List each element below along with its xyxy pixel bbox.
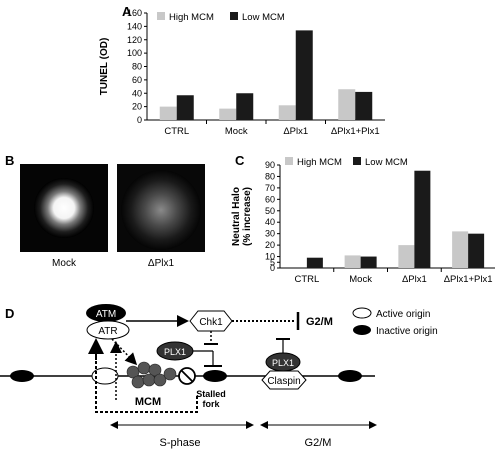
legend-inactive-symbol	[353, 325, 371, 335]
y-tick-label: 40	[132, 88, 142, 98]
chk1-label: Chk1	[199, 317, 223, 328]
legend-swatch	[353, 157, 361, 165]
s-phase-label: S-phase	[160, 437, 201, 449]
bar	[344, 255, 361, 268]
y-tick-label: 5	[270, 257, 275, 267]
x-tick-label: ΔPlx1+Plx1	[331, 126, 380, 137]
atr-label: ATR	[98, 326, 117, 337]
bar	[468, 233, 485, 268]
x-tick-label: ΔPlx1+Plx1	[444, 274, 493, 285]
atr-node	[86, 320, 130, 340]
claspin-label: Claspin	[267, 376, 300, 387]
y-axis-label: Neutral Halo	[231, 187, 242, 246]
y-tick-label: 80	[265, 171, 275, 181]
plx1-right-label: PLX1	[272, 358, 294, 368]
atm-label: ATM	[96, 309, 116, 320]
y-tick-label: 20	[132, 102, 142, 112]
y-tick-label: 90	[265, 160, 275, 170]
legend-inactive-label: Inactive origin	[376, 326, 438, 337]
legend-swatch	[285, 157, 293, 165]
y-tick-label: 10	[265, 252, 275, 262]
micrograph-dplx1	[117, 164, 205, 252]
bar	[219, 108, 237, 120]
y-tick-label: 60	[132, 75, 142, 85]
y-tick-label: 50	[265, 206, 275, 216]
bar	[176, 95, 194, 120]
x-tick-label: CTRL	[294, 274, 319, 285]
legend-active-label: Active origin	[376, 309, 430, 320]
bar	[278, 105, 296, 120]
y-tick-label: 120	[127, 35, 142, 45]
bar	[398, 245, 415, 268]
micrograph-mock-label: Mock	[52, 258, 76, 269]
y-tick-label: 30	[265, 229, 275, 239]
panel-a-letter: A	[122, 4, 132, 19]
claspin-node	[261, 370, 307, 390]
y-tick-label: 60	[265, 194, 275, 204]
x-tick-label: Mock	[225, 126, 248, 137]
mcm-complex	[126, 361, 177, 389]
x-tick-label: ΔPlx1	[283, 126, 308, 137]
legend-swatch	[230, 12, 238, 20]
bar	[295, 30, 313, 121]
panel-d-letter: D	[5, 306, 15, 321]
legend-label: Low MCM	[242, 12, 285, 23]
y-axis-label: (% increase)	[242, 187, 253, 246]
y-tick-label: 140	[127, 21, 142, 31]
atm-node	[86, 304, 126, 322]
x-tick-label: CTRL	[164, 126, 189, 137]
micrograph-mock	[20, 164, 108, 252]
x-tick-label: Mock	[349, 274, 372, 285]
y-axis-label: TUNEL (OD)	[99, 38, 110, 96]
inactive-origin-1	[10, 370, 34, 382]
bar	[159, 106, 177, 120]
bar	[355, 91, 373, 120]
y-tick-label: 160	[127, 8, 142, 18]
y-tick-label: 40	[265, 217, 275, 227]
bar	[360, 256, 377, 268]
legend-label: High MCM	[297, 157, 342, 168]
inactive-origin-2	[203, 370, 227, 382]
y-tick-label: 80	[132, 62, 142, 72]
feedback-loop	[95, 346, 198, 413]
g2m-block-label: G2/M	[306, 316, 333, 328]
bar	[236, 93, 254, 120]
inactive-origin-3	[338, 370, 362, 382]
legend-label: High MCM	[169, 12, 214, 23]
legend-active-symbol	[352, 307, 372, 319]
prohibited-icon	[178, 367, 196, 385]
active-origin	[91, 367, 119, 385]
bar	[306, 257, 323, 268]
micrograph-dplx1-label: ΔPlx1	[147, 258, 175, 269]
y-tick-label: 20	[265, 240, 275, 250]
bar	[452, 231, 469, 268]
panel-b-letter: B	[5, 153, 15, 168]
y-tick-label: 0	[270, 263, 275, 273]
bar	[414, 170, 431, 268]
g2m-phase-label: G2/M	[305, 437, 332, 449]
plx1-left-label: PLX1	[164, 347, 186, 357]
legend-label: Low MCM	[365, 157, 408, 168]
y-tick-label: 70	[265, 183, 275, 193]
bar	[338, 89, 356, 120]
y-tick-label: 0	[137, 115, 142, 125]
x-tick-label: ΔPlx1	[402, 274, 427, 285]
legend-swatch	[157, 12, 165, 20]
panel-c-letter: C	[235, 153, 245, 168]
mcm-label: MCM	[135, 396, 161, 408]
y-tick-label: 100	[127, 48, 142, 58]
